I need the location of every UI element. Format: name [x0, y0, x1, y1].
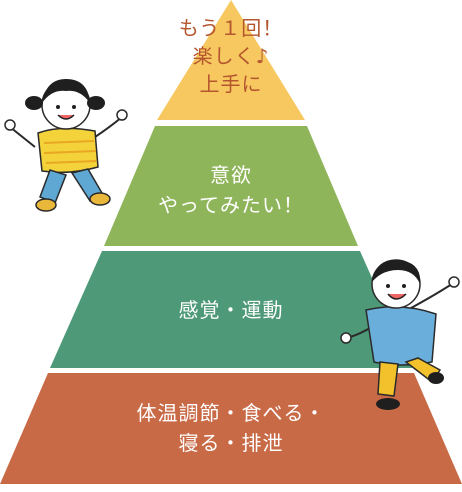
sensory-level-text: 感覚・運動: [100, 295, 362, 325]
boy-running-icon: [340, 259, 460, 410]
motivation-line-1: 意欲: [210, 163, 252, 187]
pyramid-level-sensory: [50, 251, 412, 368]
pyramid-level-top: [157, 0, 305, 120]
pyramid-level-base: [0, 373, 462, 484]
top-line-1: もう１回！: [178, 16, 284, 40]
girl-with-pigtails-icon: [4, 79, 128, 212]
base-line-2: 寝る・排泄: [178, 431, 284, 455]
sensory-line-1: 感覚・運動: [178, 298, 284, 322]
pyramid-level-motivation: [104, 126, 358, 246]
motivation-level-text: 意欲 やってみたい！: [120, 160, 342, 220]
top-line-2: 楽しく♪: [192, 44, 270, 68]
motivation-line-2: やってみたい！: [158, 193, 304, 217]
base-level-text: 体温調節・食べる・ 寝る・排泄: [60, 398, 402, 458]
top-level-text: もう１回！ 楽しく♪ 上手に: [150, 14, 312, 98]
top-line-3: 上手に: [199, 72, 263, 96]
base-line-1: 体温調節・食べる・: [136, 401, 326, 425]
